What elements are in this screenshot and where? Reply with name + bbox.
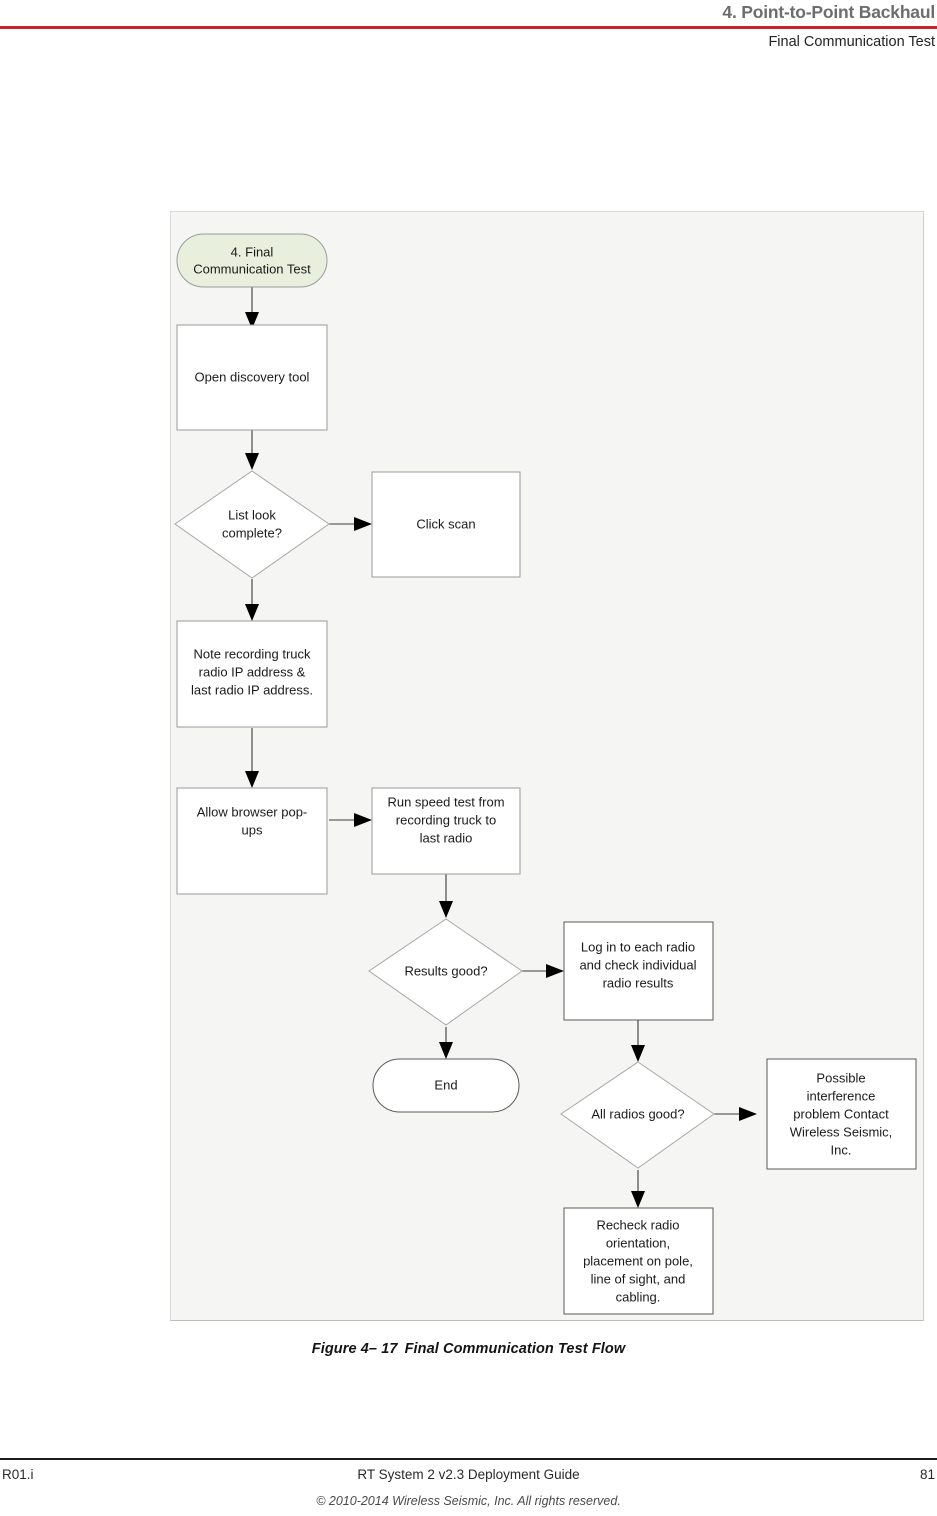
flow-node-recheck-line5: cabling. (616, 1289, 661, 1304)
flow-node-start-line1: 4. Final (231, 244, 274, 259)
edge-list-check-to-click-scan (329, 517, 372, 531)
flow-node-log-in-line3: radio results (603, 975, 674, 990)
edge-radios-check-to-interference (714, 1107, 757, 1121)
edge-open-tool-to-list-check (245, 429, 259, 470)
footer-divider-rule (0, 1458, 937, 1461)
page-footer: R01.i RT System 2 v2.3 Deployment Guide … (0, 1458, 937, 1516)
flow-node-end[interactable]: End (372, 1058, 520, 1113)
page-subtitle: Final Communication Test (768, 34, 935, 50)
flowchart-edges (245, 287, 757, 1208)
flow-node-speed-test-line2: recording truck to (396, 812, 496, 827)
flow-node-interference-line4: Wireless Seismic, (790, 1124, 893, 1139)
flow-node-click-scan-label: Click scan (416, 516, 475, 531)
flow-node-possible-interference[interactable]: Possible interference problem Contact Wi… (766, 1058, 917, 1170)
flow-node-note-ip-addresses[interactable]: Note recording truck radio IP address & … (176, 620, 328, 728)
page-header: 4. Point-to-Point Backhaul Final Communi… (0, 0, 937, 70)
page-title: 4. Point-to-Point Backhaul (722, 2, 935, 22)
flow-node-note-ip-line1: Note recording truck (193, 646, 311, 661)
footer-copyright: © 2010-2014 Wireless Seismic, Inc. All r… (316, 1494, 621, 1508)
edge-list-check-to-note-ip (245, 579, 259, 621)
flow-node-start[interactable]: 4. Final Communication Test (176, 233, 328, 288)
flow-node-note-ip-line3: last radio IP address. (191, 682, 313, 697)
header-divider-rule (0, 26, 937, 29)
edge-log-in-to-radios-check (631, 1020, 645, 1062)
flow-node-list-look-complete[interactable]: List look complete? (174, 470, 330, 579)
flow-node-interference-line1: Possible (816, 1070, 865, 1085)
flow-node-allow-browser-popups[interactable]: Allow browser pop- ups (176, 787, 328, 895)
flow-node-allow-popups-line2: ups (242, 822, 263, 837)
flow-node-open-discovery-tool[interactable]: Open discovery tool (176, 324, 328, 431)
flow-node-log-in-line2: and check individual (579, 957, 696, 972)
flow-node-note-ip-line2: radio IP address & (199, 664, 306, 679)
figure-caption-label: Figure 4– 17 (311, 1341, 398, 1357)
flow-node-all-radios-good-label: All radios good? (591, 1106, 684, 1121)
flow-node-recheck-line4: line of sight, and (591, 1271, 686, 1286)
flow-node-interference-line2: interference (807, 1088, 876, 1103)
flowchart-svg: 4. Final Communication Test Open discove… (174, 233, 917, 1315)
flow-node-list-look-complete-line1: List look (228, 507, 276, 522)
flow-node-speed-test-line3: last radio (420, 830, 473, 845)
figure-container: 4. Final Communication Test Open discove… (170, 211, 924, 1321)
flow-node-log-in-line1: Log in to each radio (581, 939, 695, 954)
flow-node-interference-line3: problem Contact (793, 1106, 889, 1121)
footer-document-title: RT System 2 v2.3 Deployment Guide (357, 1467, 580, 1482)
flow-node-list-look-complete-line2: complete? (222, 525, 282, 540)
edge-note-ip-to-allow-popups (245, 728, 259, 788)
flow-node-recheck-radio[interactable]: Recheck radio orientation, placement on … (563, 1207, 714, 1315)
edge-start-to-open-tool (245, 287, 259, 329)
flow-node-speed-test-line1: Run speed test from (387, 794, 504, 809)
figure-caption-title: Final Communication Test Flow (404, 1341, 626, 1357)
flow-node-open-discovery-tool-label: Open discovery tool (195, 369, 310, 384)
flow-node-start-line2: Communication Test (193, 261, 311, 276)
flow-node-log-in-each-radio[interactable]: Log in to each radio and check individua… (563, 921, 714, 1021)
edge-radios-check-to-recheck (631, 1170, 645, 1208)
flow-node-interference-line5: Inc. (831, 1142, 852, 1157)
flow-node-results-good-label: Results good? (404, 963, 487, 978)
footer-revision: R01.i (2, 1467, 34, 1482)
flow-node-click-scan[interactable]: Click scan (371, 471, 521, 578)
edge-results-check-to-end (439, 1027, 453, 1059)
edge-results-check-to-log-in (522, 964, 564, 978)
edge-allow-popups-to-speed-test (329, 813, 372, 827)
edge-speed-test-to-results-check (439, 874, 453, 918)
flow-node-all-radios-good[interactable]: All radios good? (560, 1061, 715, 1169)
flow-node-recheck-line1: Recheck radio (596, 1217, 679, 1232)
flow-node-recheck-line2: orientation, (606, 1235, 670, 1250)
flow-node-allow-popups-line1: Allow browser pop- (197, 804, 308, 819)
flow-node-end-label: End (434, 1077, 457, 1092)
flow-node-recheck-line3: placement on pole, (583, 1253, 693, 1268)
figure-caption: Figure 4– 17 Final Communication Test Flo… (0, 1341, 937, 1357)
flow-node-run-speed-test[interactable]: Run speed test from recording truck to l… (371, 787, 521, 875)
flow-node-results-good[interactable]: Results good? (368, 918, 523, 1026)
footer-page-number: 81 (919, 1467, 935, 1482)
flowchart-canvas: 4. Final Communication Test Open discove… (170, 211, 924, 1321)
